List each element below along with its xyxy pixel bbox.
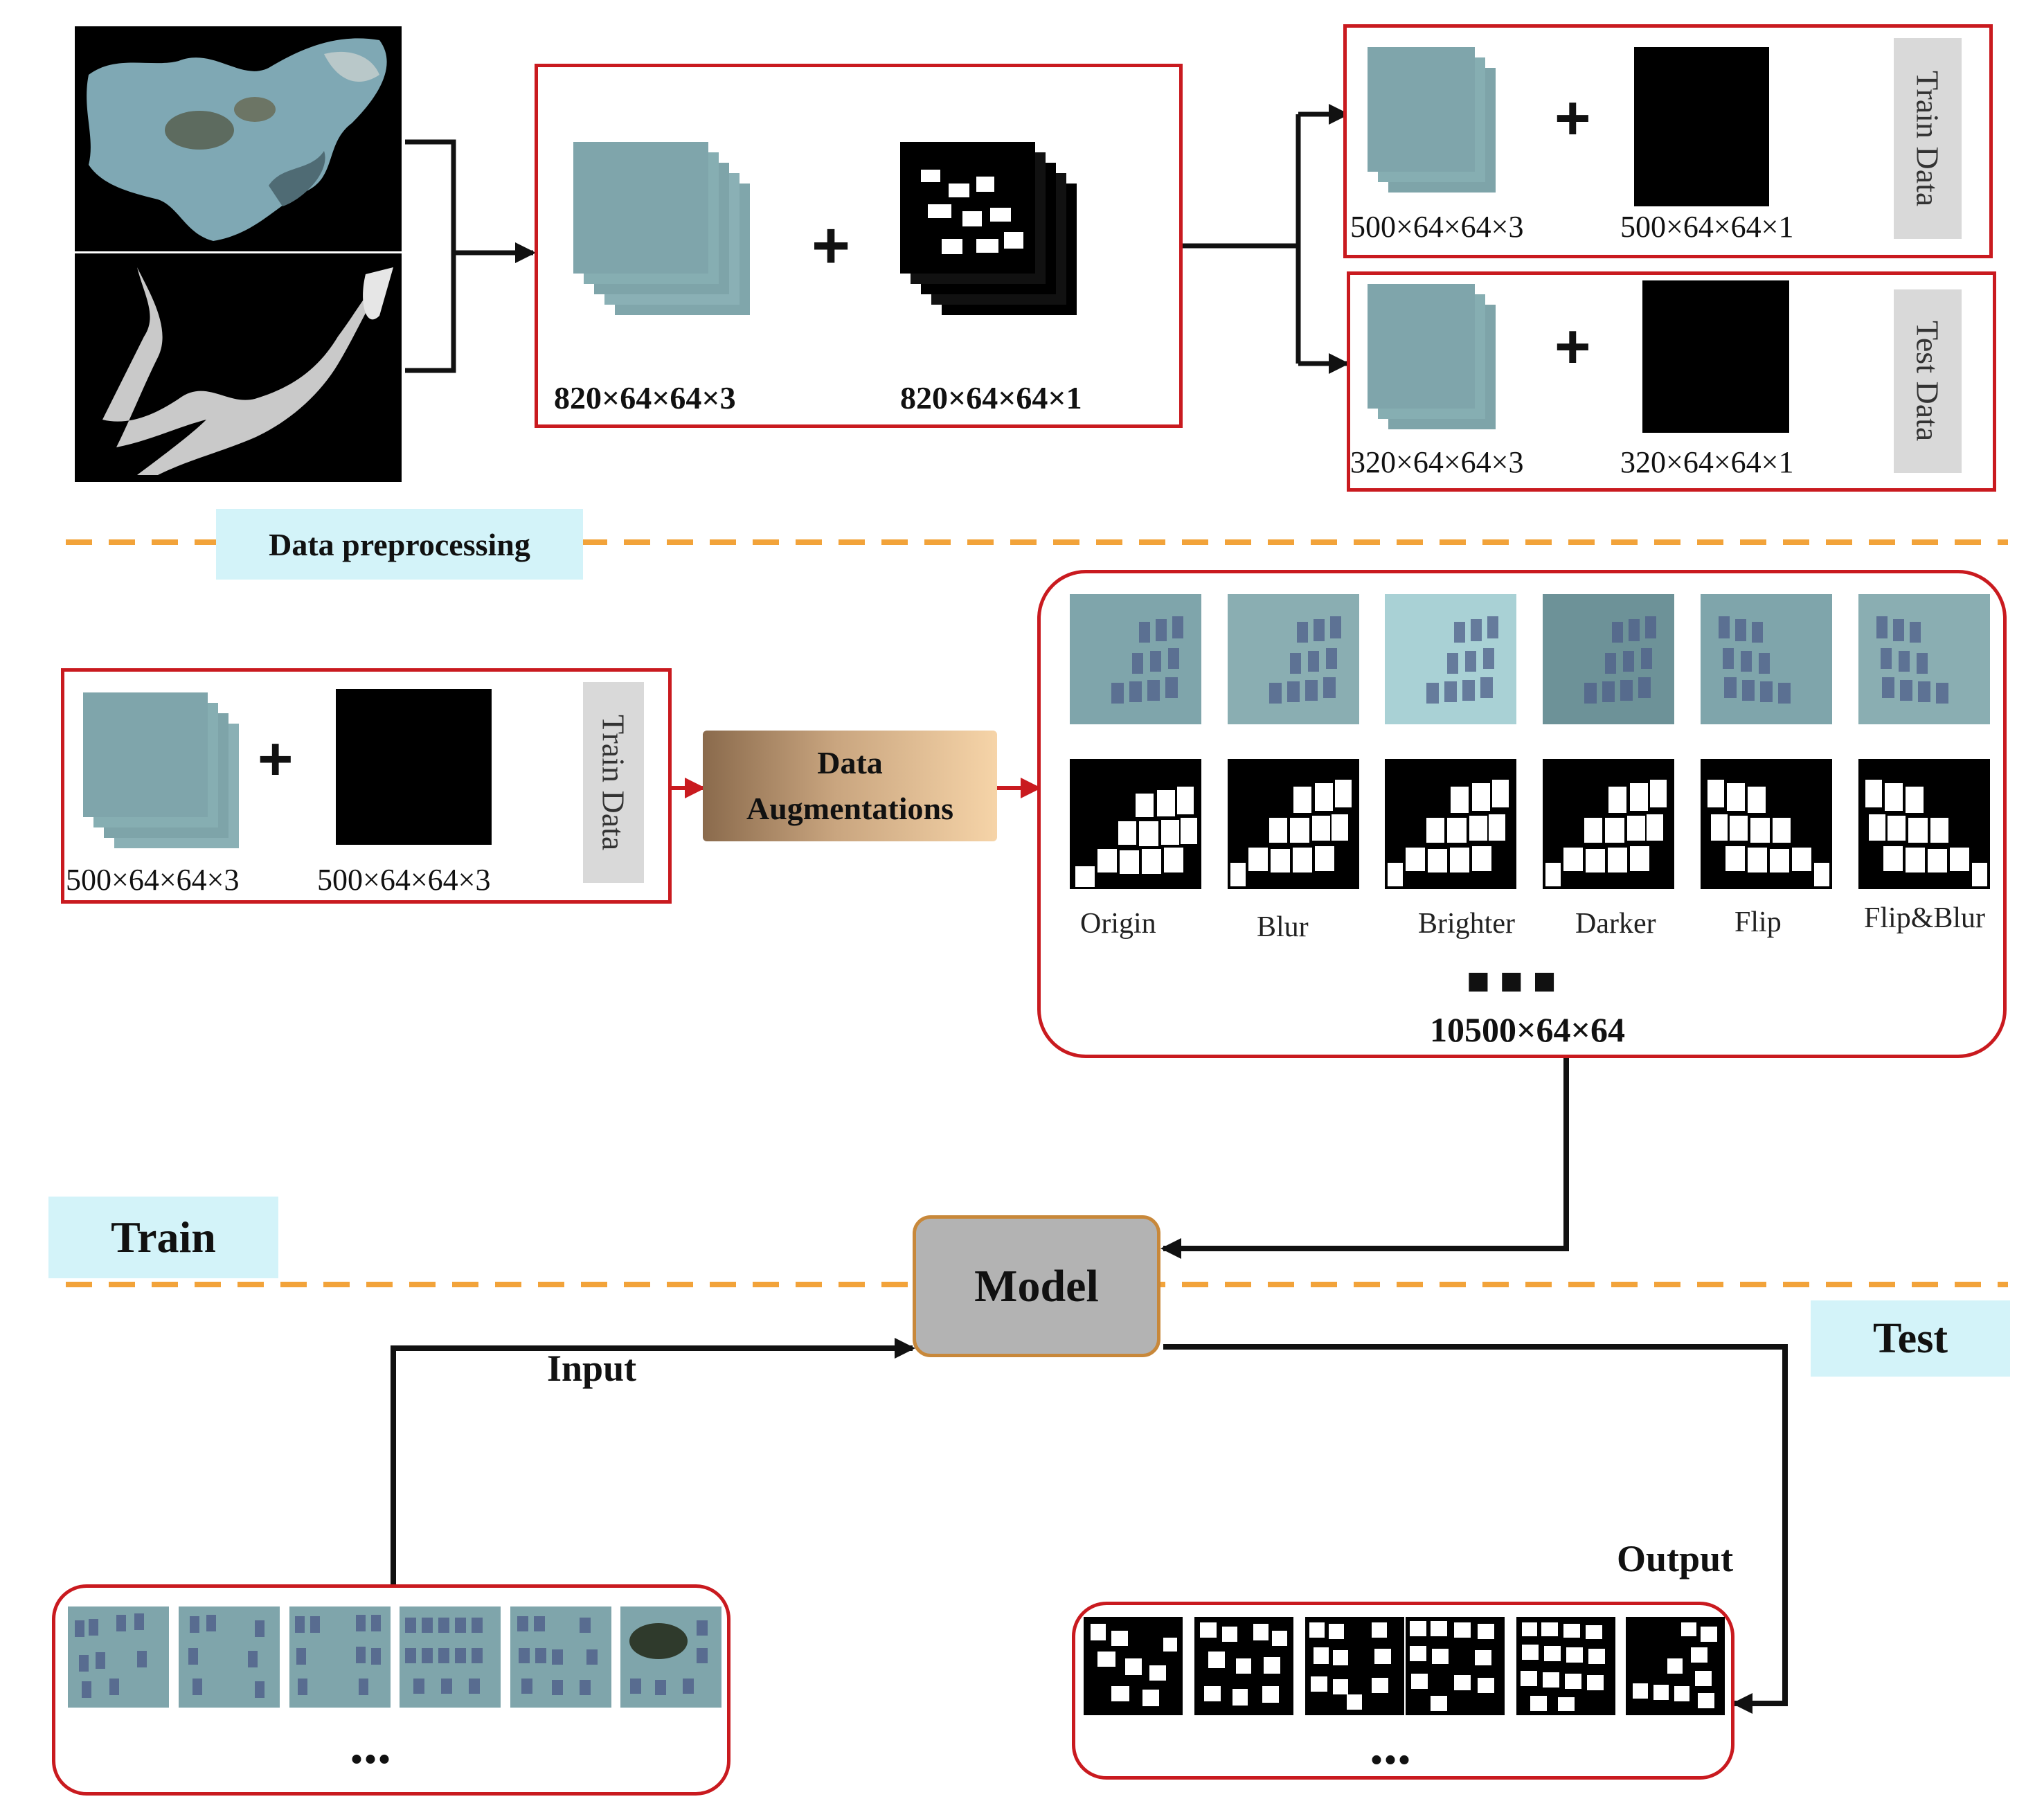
train-data-tag: Train Data [1894,38,1962,239]
patch-rgb-dims: 820×64×64×3 [554,380,736,415]
augmented-count: 10500×64×64 [1430,1010,1625,1049]
aug-name-origin: Origin [1080,908,1156,940]
test-rgb-dims: 320×64×64×3 [1350,445,1524,479]
data-preprocessing-tag: Data preprocessing [216,509,583,580]
augmented-to-model [1160,1058,1569,1259]
input-label: Input [547,1348,637,1389]
train-input-tag: Train Data [583,682,644,883]
source-satellite-image [75,26,402,251]
mask-patch-stack [900,142,1035,274]
train-rgb-dims: 500×64×64×3 [1350,210,1524,244]
aug-name-flip: Flip [1734,906,1782,938]
train-rgb-stack [1368,47,1475,172]
train-input-mask-stack [336,689,492,845]
model-block: Model [913,1215,1160,1357]
test-mask-dims: 320×64×64×1 [1620,445,1794,479]
plus-sign-1: + [812,208,851,283]
plus-sign-4: + [258,724,294,793]
augment-line-2: Augmentations [746,791,954,826]
test-output-ellipsis: ... [1370,1715,1411,1776]
train-input-rgb-dims: 500×64×64×3 [66,863,240,897]
train-mask-dims: 500×64×64×1 [1620,210,1794,244]
plus-sign-3: + [1554,312,1591,382]
train-input-rgb-stack [83,692,208,817]
test-rgb-stack [1368,284,1475,409]
aug-ellipsis: ■ ■ ■ [1467,960,1557,1003]
train-stage-tag: Train [48,1197,278,1278]
train-input-mask-dims: 500×64×64×3 [317,863,491,897]
rgb-patch-stack [573,142,708,274]
source-mask-image [75,253,402,482]
output-label: Output [1617,1538,1734,1579]
input-to-model [391,1338,915,1584]
aug-name-brighter: Brighter [1418,908,1515,940]
test-mask-stack [1642,280,1789,433]
test-stage-tag: Test [1811,1300,2010,1377]
aug-name-blur: Blur [1257,911,1309,943]
plus-sign-2: + [1554,84,1591,153]
aug-name-darker: Darker [1575,908,1656,940]
patch-mask-dims: 820×64×64×1 [900,380,1082,415]
aug-name-flipblur: Flip&Blur [1864,902,1986,934]
test-input-ellipsis: ... [350,1715,391,1775]
merge-bracket [405,139,456,373]
augment-line-1: Data [817,745,883,780]
test-data-tag: Test Data [1894,289,1962,473]
train-mask-stack [1634,47,1769,206]
model-to-output [1163,1344,1788,1714]
